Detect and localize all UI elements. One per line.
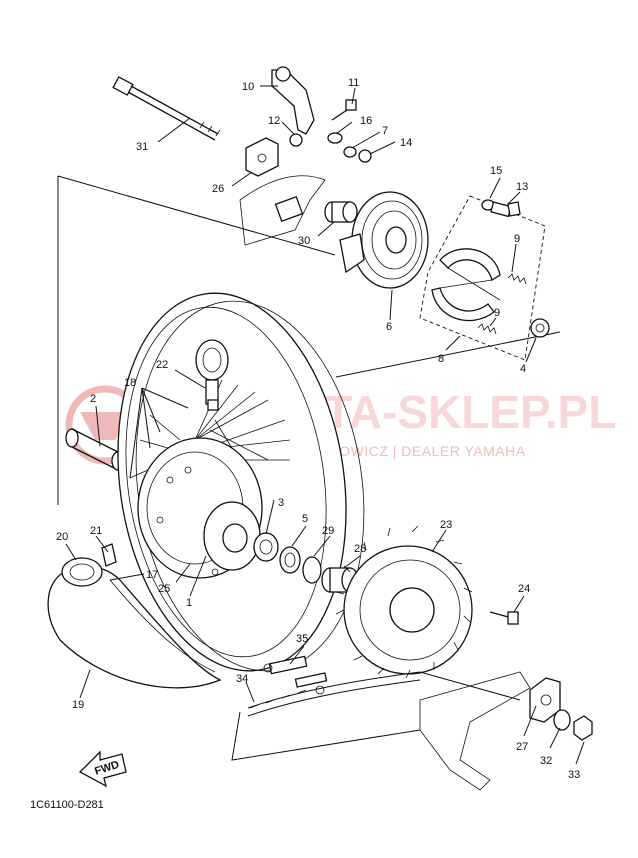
callout-3: 3 [278,497,284,509]
callout-14: 14 [400,137,412,149]
callout-12: 12 [268,115,280,127]
callout-19: 19 [72,699,84,711]
callout-34: 34 [236,673,248,685]
callout-1: 1 [186,597,192,609]
callout-5: 5 [302,513,308,525]
callout-9b: 9 [494,307,500,319]
callout-labels: 10 11 12 16 7 14 31 26 30 15 13 6 9 9 8 … [56,77,580,781]
spring-9-lower [477,323,497,335]
callout-10: 10 [242,81,254,93]
bolt-24 [489,611,519,625]
chain-puller-26 [245,137,279,177]
callout-20: 20 [56,531,68,543]
rim-lock-20 [61,557,103,587]
callout-8: 8 [438,353,444,365]
chain-joint-35 [263,655,328,695]
callout-26: 26 [212,183,224,195]
leader-lines [65,85,585,765]
fwd-arrow-icon: FWD [78,750,127,788]
callout-30: 30 [298,235,310,247]
callout-17: 17 [146,569,158,581]
callout-16: 16 [360,115,372,127]
callout-25: 25 [158,583,170,595]
oil-seal-4 [530,318,550,338]
callout-18: 18 [124,377,136,389]
callout-28: 28 [354,543,366,555]
tire-19 [47,565,222,689]
swingarm-right [419,671,531,791]
callout-29: 29 [322,525,334,537]
diagram-code: 1C61100-D281 [30,799,104,811]
brake-shoe-group-box [419,195,546,361]
callout-9a: 9 [514,233,520,245]
bolt-11 [331,99,357,121]
rear-axle [112,76,221,141]
callout-27: 27 [516,741,528,753]
callout-31: 31 [136,141,148,153]
circlip-29 [302,556,322,584]
watermark-tagline: MECHOWICZ | DEALER YAMAHA [296,443,526,459]
nut-12 [289,133,303,147]
drive-chain-34 [231,671,521,761]
callout-22: 22 [156,359,168,371]
callout-33: 33 [568,769,580,781]
washer-16 [327,132,343,144]
callout-15: 15 [490,165,502,177]
swingarm-left [239,175,326,246]
callout-6: 6 [386,321,392,333]
callout-7: 7 [382,125,388,137]
callout-24: 24 [518,583,530,595]
band-21 [101,543,117,567]
camshaft-13 [490,201,521,218]
bearing-3 [253,532,279,562]
collar-14 [358,149,372,163]
callout-21: 21 [90,525,102,537]
brake-shoes-8 [431,248,501,322]
wheel-hub [137,437,263,579]
spring-9-upper [507,273,527,285]
callout-32: 32 [540,755,552,767]
collar-30 [324,201,358,223]
callout-23: 23 [440,519,452,531]
washer-32 [553,709,571,731]
axle-nut-33 [573,715,593,741]
callout-35: 35 [296,633,308,645]
plate-7 [343,146,357,158]
sprocket-23 [335,525,473,679]
callout-2: 2 [90,393,96,405]
callout-4: 4 [520,363,526,375]
assembly-outline [57,175,561,505]
callout-11: 11 [348,77,359,89]
brake-shoe-plate-6 [339,191,429,289]
callout-13: 13 [516,181,528,193]
oil-seal-5 [279,546,301,574]
brake-camshaft-lever [271,69,315,135]
valve-22 [195,339,229,411]
